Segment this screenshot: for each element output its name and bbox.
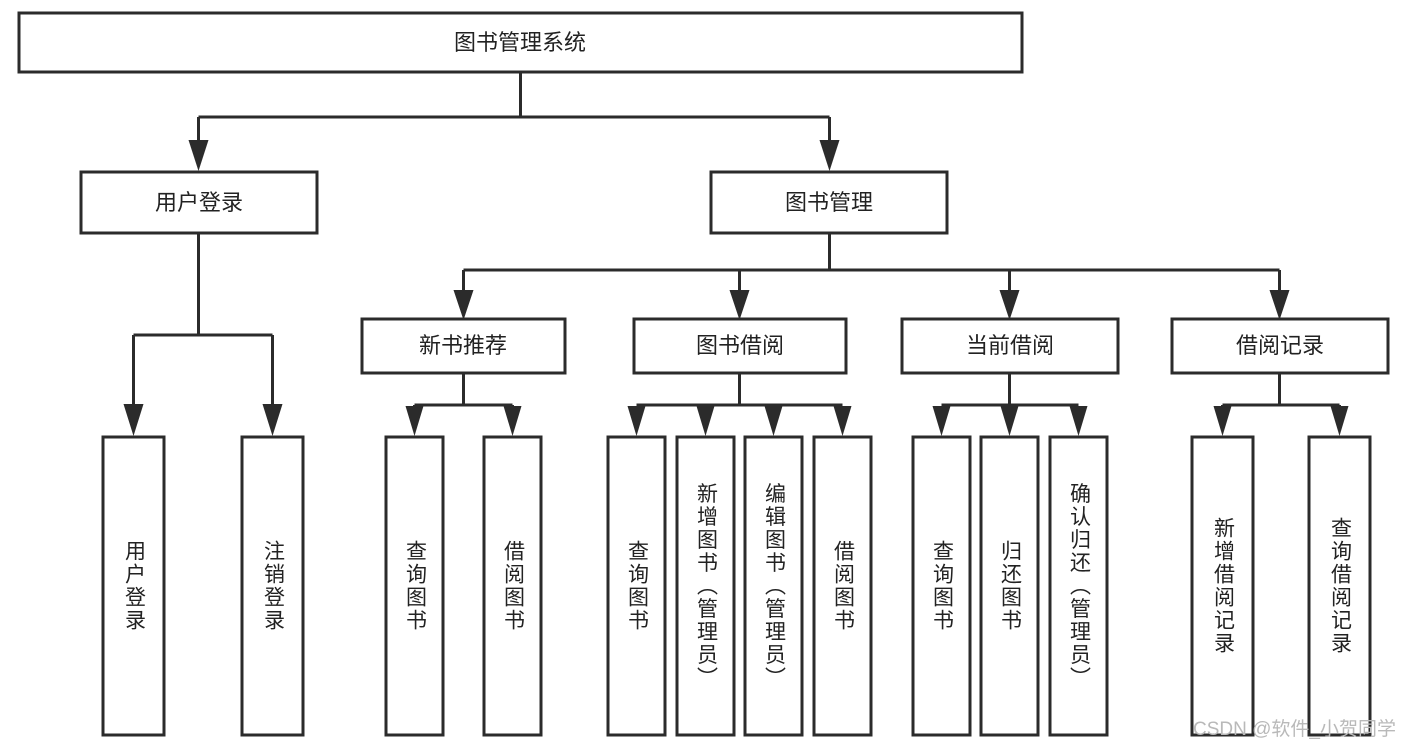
node-user-login-box[interactable]: [79, 170, 319, 235]
node-current-borrow[interactable]: 当前借阅: [900, 317, 1120, 375]
node-leaf-add-book[interactable]: 新增图书（管理员）: [675, 435, 736, 737]
arrow-head-leaf-query-record: [1330, 406, 1349, 436]
node-borrow-record-label: 借阅记录: [1236, 333, 1324, 358]
arrow-head-book-borrow: [729, 290, 750, 320]
connector-group-user-login: [123, 233, 283, 436]
node-leaf-query-book-3-box[interactable]: [911, 435, 972, 737]
node-leaf-query-record-label: 查询借阅记录: [1328, 517, 1352, 655]
node-new-book-rec-box[interactable]: [360, 317, 567, 375]
node-leaf-add-record[interactable]: 新增借阅记录: [1190, 435, 1255, 737]
arrow-head-leaf-borrow-book-2: [833, 406, 852, 436]
node-leaf-borrow-book-1[interactable]: 借阅图书: [482, 435, 543, 737]
node-root[interactable]: 图书管理系统: [17, 11, 1024, 74]
node-root-box[interactable]: [17, 11, 1024, 74]
node-leaf-return-book[interactable]: 归还图书: [979, 435, 1040, 737]
connector-group-current-borrow: [932, 373, 1088, 436]
arrow-head-book-manage: [819, 140, 840, 171]
node-leaf-borrow-book-2-label: 借阅图书: [831, 540, 855, 632]
node-leaf-query-record-box[interactable]: [1307, 435, 1372, 737]
node-leaf-query-book-2-label: 查询图书: [625, 540, 649, 632]
node-leaf-user-login-label: 用户登录: [122, 540, 146, 632]
node-leaf-add-record-label: 新增借阅记录: [1211, 517, 1235, 655]
node-leaf-confirm-return[interactable]: 确认归还（管理员）: [1048, 435, 1109, 737]
arrow-head-new-book-rec: [453, 290, 474, 320]
node-leaf-logout-label: 注销登录: [261, 540, 285, 632]
arrow-head-borrow-record: [1269, 290, 1290, 320]
arrow-head-leaf-query-book-3: [932, 406, 951, 436]
node-leaf-borrow-book-2-box[interactable]: [812, 435, 873, 737]
node-book-manage[interactable]: 图书管理: [709, 170, 949, 235]
node-leaf-return-book-label: 归还图书: [998, 540, 1022, 632]
arrow-head-user-login: [188, 140, 209, 171]
node-user-login-label: 用户登录: [155, 190, 243, 215]
node-leaf-query-book-1-box[interactable]: [384, 435, 445, 737]
node-leaf-return-book-box[interactable]: [979, 435, 1040, 737]
arrow-head-leaf-add-record: [1213, 406, 1232, 436]
node-leaf-query-book-2-box[interactable]: [606, 435, 667, 737]
node-root-label: 图书管理系统: [454, 30, 586, 55]
node-leaf-edit-book[interactable]: 编辑图书（管理员）: [743, 435, 804, 737]
connector-group-borrow-record: [1213, 373, 1349, 436]
arrow-head-leaf-edit-book: [764, 406, 783, 436]
arrow-head-leaf-borrow-book-1: [503, 406, 522, 436]
node-leaf-query-book-2[interactable]: 查询图书: [606, 435, 667, 737]
node-book-borrow-box[interactable]: [632, 317, 848, 375]
node-leaf-edit-book-label: 编辑图书（管理员）: [762, 483, 786, 690]
node-user-login[interactable]: 用户登录: [79, 170, 319, 235]
node-leaf-add-record-box[interactable]: [1190, 435, 1255, 737]
watermark-label: CSDN @软件_小贺同学: [1193, 718, 1396, 740]
node-leaf-borrow-book-2[interactable]: 借阅图书: [812, 435, 873, 737]
node-leaf-add-book-box[interactable]: [675, 435, 736, 737]
arrow-head-leaf-user-login: [123, 404, 144, 436]
node-new-book-rec[interactable]: 新书推荐: [360, 317, 567, 375]
node-leaf-query-book-1-label: 查询图书: [403, 540, 427, 632]
node-leaf-query-book-3-label: 查询图书: [930, 540, 954, 632]
arrow-head-leaf-query-book-1: [405, 406, 424, 436]
node-book-manage-label: 图书管理: [785, 190, 873, 215]
connector-group-book-manage: [453, 233, 1290, 320]
arrow-head-current-borrow: [999, 290, 1020, 320]
node-leaf-confirm-return-label: 确认归还（管理员）: [1067, 483, 1091, 690]
node-leaf-user-login-box[interactable]: [101, 435, 166, 737]
node-leaf-query-record[interactable]: 查询借阅记录: [1307, 435, 1372, 737]
node-new-book-rec-label: 新书推荐: [419, 333, 507, 358]
node-leaf-confirm-return-box[interactable]: [1048, 435, 1109, 737]
node-leaf-query-book-1[interactable]: 查询图书: [384, 435, 445, 737]
node-current-borrow-label: 当前借阅: [966, 333, 1054, 358]
node-leaf-query-book-3[interactable]: 查询图书: [911, 435, 972, 737]
node-borrow-record[interactable]: 借阅记录: [1170, 317, 1390, 375]
node-leaf-borrow-book-1-box[interactable]: [482, 435, 543, 737]
connector-group-new-book-rec: [405, 373, 522, 436]
node-current-borrow-box[interactable]: [900, 317, 1120, 375]
node-borrow-record-box[interactable]: [1170, 317, 1390, 375]
node-leaf-borrow-book-1-label: 借阅图书: [501, 540, 525, 632]
node-leaf-logout[interactable]: 注销登录: [240, 435, 305, 737]
node-leaf-user-login[interactable]: 用户登录: [101, 435, 166, 737]
connector-group-root: [188, 72, 840, 171]
node-book-borrow-label: 图书借阅: [696, 333, 784, 358]
node-leaf-add-book-label: 新增图书（管理员）: [694, 483, 718, 690]
arrow-head-leaf-confirm-return: [1069, 406, 1088, 436]
arrow-head-leaf-add-book: [696, 406, 715, 436]
arrow-head-leaf-query-book-2: [627, 406, 646, 436]
node-leaf-edit-book-box[interactable]: [743, 435, 804, 737]
arrow-head-leaf-logout: [262, 404, 283, 436]
node-book-manage-box[interactable]: [709, 170, 949, 235]
node-leaf-logout-box[interactable]: [240, 435, 305, 737]
arrow-head-leaf-return-book: [1000, 406, 1019, 436]
connector-group-book-borrow: [627, 373, 852, 436]
node-book-borrow[interactable]: 图书借阅: [632, 317, 848, 375]
